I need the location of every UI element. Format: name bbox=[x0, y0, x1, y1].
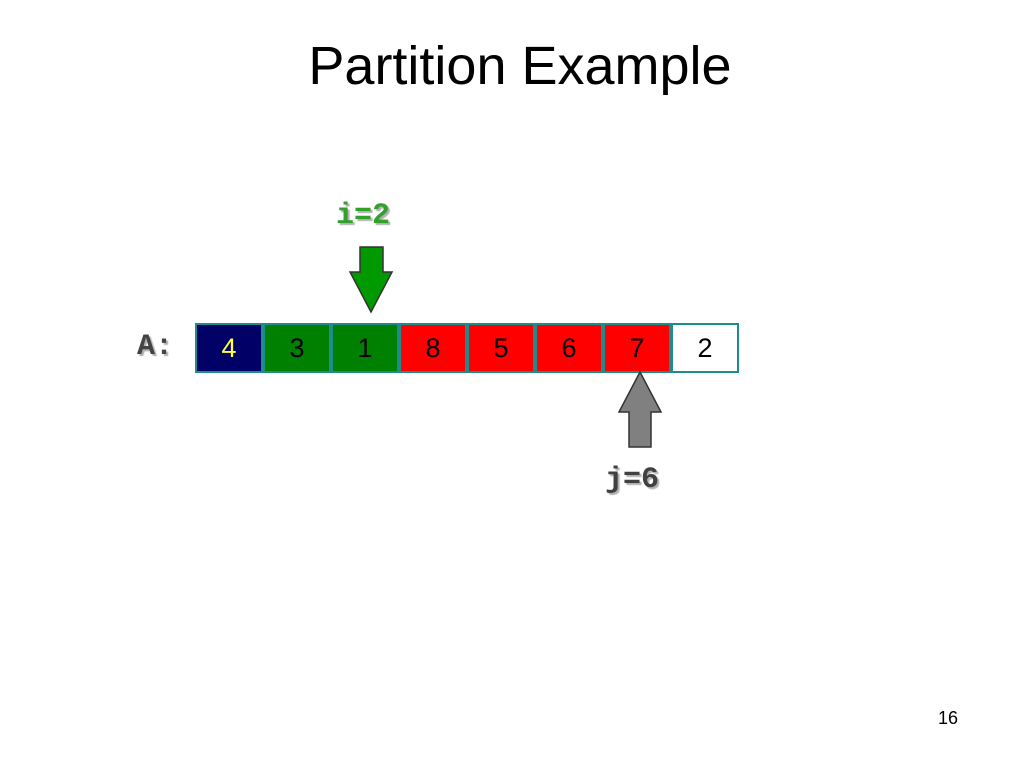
slide-title: Partition Example bbox=[308, 36, 732, 96]
j-up-arrow-icon bbox=[617, 370, 663, 448]
i-pointer-label: i=2 bbox=[336, 199, 391, 233]
array-cell: 3 bbox=[263, 323, 331, 373]
array-cell: 2 bbox=[671, 323, 739, 373]
array-cell: 1 bbox=[331, 323, 399, 373]
i-down-arrow-icon bbox=[348, 246, 394, 314]
slide-number: 16 bbox=[938, 708, 959, 728]
array-label: A: bbox=[137, 330, 174, 364]
array-cell: 4 bbox=[195, 323, 263, 373]
array-cell: 8 bbox=[399, 323, 467, 373]
array-cell: 5 bbox=[467, 323, 535, 373]
array-cell: 6 bbox=[535, 323, 603, 373]
j-pointer-label: j=6 bbox=[605, 463, 660, 497]
array-cell: 7 bbox=[603, 323, 671, 373]
